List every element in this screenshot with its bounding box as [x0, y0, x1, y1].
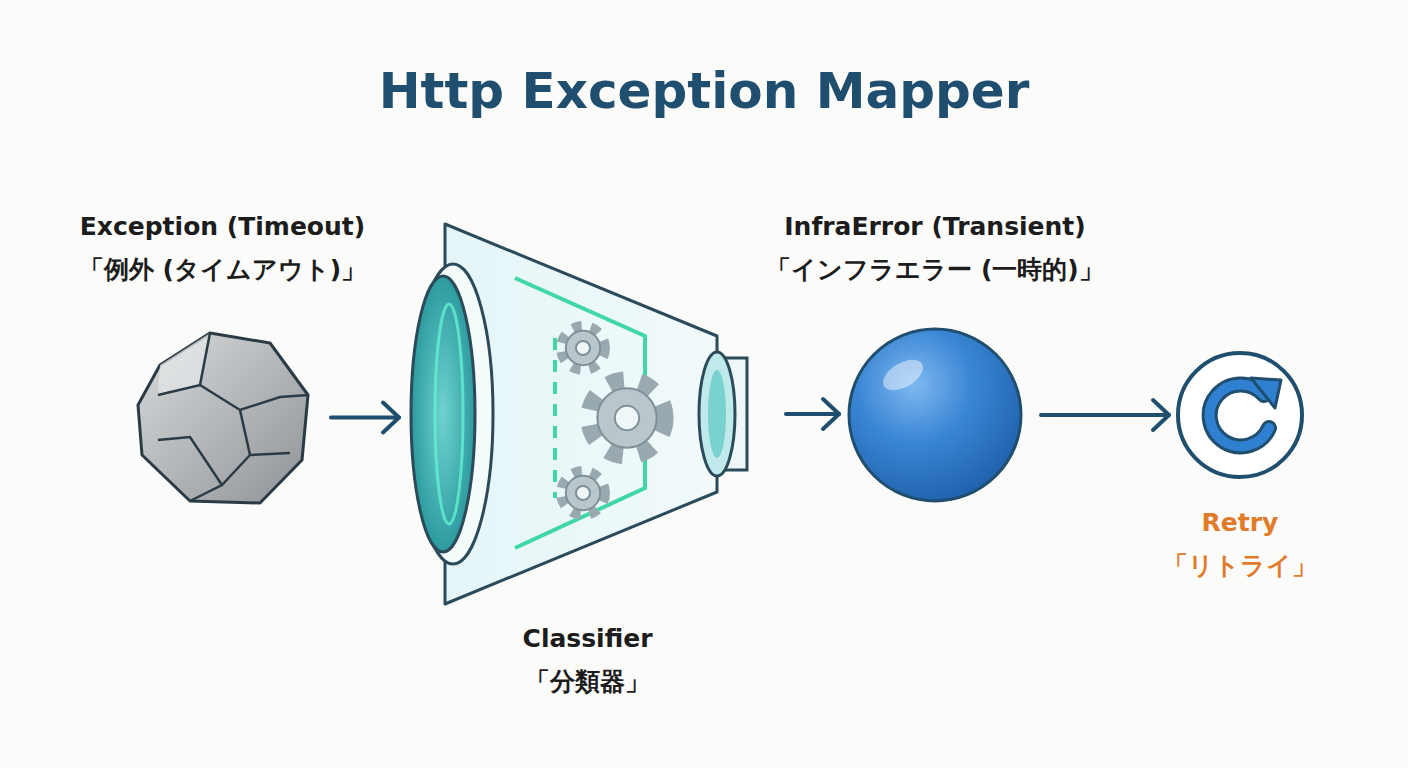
classifier-funnel: Classifier「分類器」	[405, 218, 770, 610]
node-heading: InfraError (Transient)	[715, 206, 1155, 249]
rock-illustration	[130, 325, 315, 510]
label-group: Exception (Timeout)「例外 (タイムアウト)」	[13, 206, 433, 291]
error-sphere: InfraError (Transient)「インフラエラー (一時的)」	[845, 325, 1025, 505]
node-heading-ja: 「例外 (タイムアウト)」	[13, 249, 433, 292]
flow-arrow	[1041, 400, 1169, 430]
flow-arrow	[786, 399, 839, 429]
retry-node: Retry「リトライ」	[1175, 350, 1305, 480]
node-heading-ja: 「インフラエラー (一時的)」	[715, 249, 1155, 292]
diagram-title: Http Exception Mapper	[0, 62, 1408, 120]
action-label: Retry	[1130, 502, 1350, 545]
retry-icon	[1175, 350, 1305, 480]
label-group: Retry「リトライ」	[1130, 502, 1350, 587]
action-label-ja: 「リトライ」	[1130, 545, 1350, 588]
node-heading: Exception (Timeout)	[13, 206, 433, 249]
funnel-classifier	[405, 218, 770, 610]
node-caption-ja: 「分類器」	[388, 661, 788, 704]
node-caption: Classifier	[388, 618, 788, 661]
exception-rock: Exception (Timeout)「例外 (タイムアウト)」	[130, 325, 315, 510]
label-group: Classifier「分類器」	[388, 618, 788, 703]
flow-arrow	[331, 403, 399, 433]
sphere-illustration	[845, 325, 1025, 505]
label-group: InfraError (Transient)「インフラエラー (一時的)」	[715, 206, 1155, 291]
